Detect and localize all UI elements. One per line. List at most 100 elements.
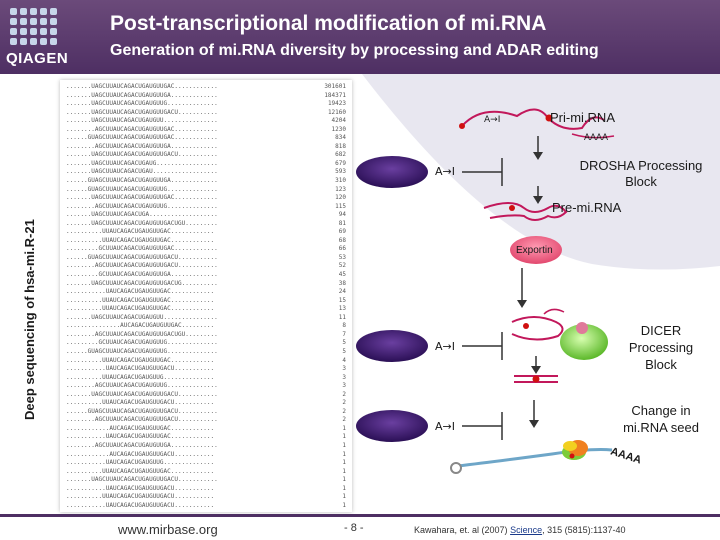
read-count: 7 — [342, 330, 346, 338]
read-count: 184371 — [324, 91, 346, 99]
ai-label-seed: A→I — [435, 420, 455, 433]
sequence-row: .........GCUUAUCAGACUGAUGUUGA...........… — [66, 271, 350, 280]
read-count: 1230 — [331, 125, 346, 133]
read-count: 53 — [338, 253, 346, 261]
logo-dot — [20, 18, 27, 25]
polya-label: AAAA — [584, 132, 609, 142]
read-count: 15 — [338, 296, 346, 304]
pri-mirna-cap — [545, 114, 553, 122]
sequence-row: ...........UAUCAGACUGAUGUUGAC...........… — [66, 288, 350, 297]
footer-citation: Kawahara, et. al (2007) Science, 315 (58… — [414, 525, 626, 535]
read-count: 1 — [342, 484, 346, 492]
read-count: 2 — [342, 390, 346, 398]
citation-suffix: , 315 (5815):1137-40 — [542, 525, 626, 535]
drosha-line-1: DROSHA Processing — [579, 158, 703, 173]
sequence-row: ........AGCUUAUCAGACUGAUGUUGAC..........… — [66, 126, 350, 135]
sequence-read: ...........UAUCAGACUGAUGUUGACU..........… — [66, 484, 215, 492]
sequence-row: .......UAGCUUAUCAGACUGAUGUUGACU.........… — [66, 151, 350, 160]
sequence-read: ......GUAGCUUAUCAGACUGAUGUUG............… — [66, 347, 218, 355]
dicer-line-1: DICER — [640, 323, 682, 338]
sequence-read: .......UAGCUUAUCAGACUGAUGUU.............… — [66, 117, 218, 125]
pri-mirna-tail — [571, 133, 615, 139]
sequence-row: .......UAGCUUAUCAGACUGAUGUUGAC..........… — [66, 194, 350, 203]
sequence-row: ...........UAUCAGACUGAUGUUGACU..........… — [66, 502, 350, 511]
seed-line-1: Change in — [631, 403, 691, 418]
sequence-read: ..........UUAUCAGACUGAUGUUGACU..........… — [66, 399, 215, 407]
sequence-row: ...............AUCAGACUGAUGUUGAC........… — [66, 322, 350, 331]
sequence-row: ........AGCUUAUCAGACUGAUGUUGA...........… — [66, 143, 350, 152]
ai-label-dicer: A→I — [435, 340, 455, 353]
side-axis-label: Deep sequencing of hsa-mi.R-21 — [22, 219, 37, 420]
adar-protein-3 — [356, 410, 428, 442]
inhibition-dicer — [462, 332, 503, 360]
sequence-row: .......UAGCUUAUCAGACUGA.................… — [66, 211, 350, 220]
seed-line-2: mi.RNA seed — [623, 420, 699, 435]
logo-dot — [40, 8, 47, 15]
read-count: 1 — [342, 441, 346, 449]
read-count: 1 — [342, 433, 346, 441]
adar-protein-2 — [356, 330, 428, 362]
drosha-block-label: DROSHA Processing Block — [564, 158, 718, 190]
read-count: 12160 — [327, 108, 346, 116]
read-count: 1 — [342, 467, 346, 475]
sequence-row: ........AGCUUAUCAGACUGAUGUUGACUGU.......… — [66, 331, 350, 340]
sequence-row: ........AGCUUAUCAGACUGAUGUUGACU.........… — [66, 416, 350, 425]
read-count: 5 — [342, 347, 346, 355]
header-banner: QIAGEN Post-transcriptional modification… — [0, 0, 720, 74]
sequence-row: .......UAGCUUAUCAGACUGAUGUUGAC..........… — [66, 83, 350, 92]
read-count: 1 — [342, 459, 346, 467]
exportin-protein — [510, 236, 562, 264]
citation-journal[interactable]: Science — [510, 525, 543, 535]
read-count: 1 — [342, 493, 346, 501]
sequence-read: ..........UUAUCAGACUGAUGUUGAC...........… — [66, 467, 215, 475]
read-count: 68 — [338, 236, 346, 244]
sequence-row: ..........UUAUCAGACUGAUGUUGACU..........… — [66, 493, 350, 502]
read-count: 301601 — [324, 83, 346, 90]
sequence-read: .......UAGCUUAUCAGACUGAU................… — [66, 168, 218, 176]
read-count: 834 — [335, 134, 346, 142]
sequence-read: .........GCUUAUCAGACUGAUGUUGA...........… — [66, 271, 218, 279]
sequence-read: .........GCUUAUCAGACUGAUGUUG............… — [66, 339, 218, 347]
sequence-read: .......UAGCUUAUCAGACUGA.................… — [66, 211, 218, 219]
logo-dot — [50, 8, 57, 15]
sequence-row: ............AUCAGACUGAUGUUGACU..........… — [66, 451, 350, 460]
read-count: 11 — [338, 313, 346, 321]
read-count: 4204 — [331, 117, 346, 125]
read-count: 19423 — [327, 100, 346, 108]
sequence-read: ...........UAUCAGACUGAUGUUG.............… — [66, 459, 215, 467]
read-count: 1 — [342, 424, 346, 432]
sequence-row: ........AGCUUAUCAGACUGAUGUUG............… — [66, 203, 350, 212]
read-count: 123 — [335, 185, 346, 193]
drosha-line-2: Block — [625, 174, 657, 189]
sequence-read: .......UAGCUUAUCAGACUGAUGUUGACU.........… — [66, 390, 218, 398]
sequence-read: ...............AUCAGACUGAUGUUGAC........… — [66, 322, 215, 330]
read-count: 69 — [338, 228, 346, 236]
logo-dot — [30, 18, 37, 25]
logo-dot — [10, 8, 17, 15]
sequence-read: .......UAGCUUAUCAGACUGAUGUUGACU.........… — [66, 151, 218, 159]
sequence-row: .......UAGCUUAUCAGACUGAUGUUG............… — [66, 100, 350, 109]
sequence-read: ..........UUAUCAGACUGAUGUUGAC...........… — [66, 296, 215, 304]
sequence-read: ......GUAGCUUAUCAGACUGAUGUUGAC..........… — [66, 134, 218, 142]
footer-rule — [0, 514, 720, 517]
arrow-1-head — [533, 152, 543, 160]
sequence-row: .......UAGCUUAUCAGACUGAUG...............… — [66, 160, 350, 169]
sequence-read: ........AGCUUAUCAGACUGAUGUUGA...........… — [66, 142, 218, 150]
dicer-partner — [576, 322, 588, 334]
sequence-read: ......GUAGCUUAUCAGACUGAUGUUGA...........… — [66, 177, 218, 185]
read-count: 5 — [342, 339, 346, 347]
citation-prefix: Kawahara, et. al (2007) — [414, 525, 511, 535]
sequence-row: .......UAGCUUAUCAGACUGAUGUUGACUG........… — [66, 280, 350, 289]
read-count: 1 — [342, 450, 346, 458]
logo-dot — [50, 28, 57, 35]
sequence-row: ..........UUAUCAGACUGAUGUUGAC...........… — [66, 468, 350, 477]
sequence-row: ...........UAUCAGACUGAUGUUGAC...........… — [66, 433, 350, 442]
sequence-read: ..........UUAUCAGACUGAUGUUGAC...........… — [66, 228, 215, 236]
sequence-read: ..........UUAUCAGACUGAUGUUGAC...........… — [66, 236, 215, 244]
sequence-row: .........GCUUAUCAGACUGAUGUUGAC..........… — [66, 245, 350, 254]
dicer-line-3: Block — [645, 357, 677, 372]
sequence-row: ...........UAUCAGACUGAUGUUG.............… — [66, 459, 350, 468]
read-count: 818 — [335, 142, 346, 150]
logo-dot — [10, 28, 17, 35]
arrow-4-head — [531, 366, 541, 374]
